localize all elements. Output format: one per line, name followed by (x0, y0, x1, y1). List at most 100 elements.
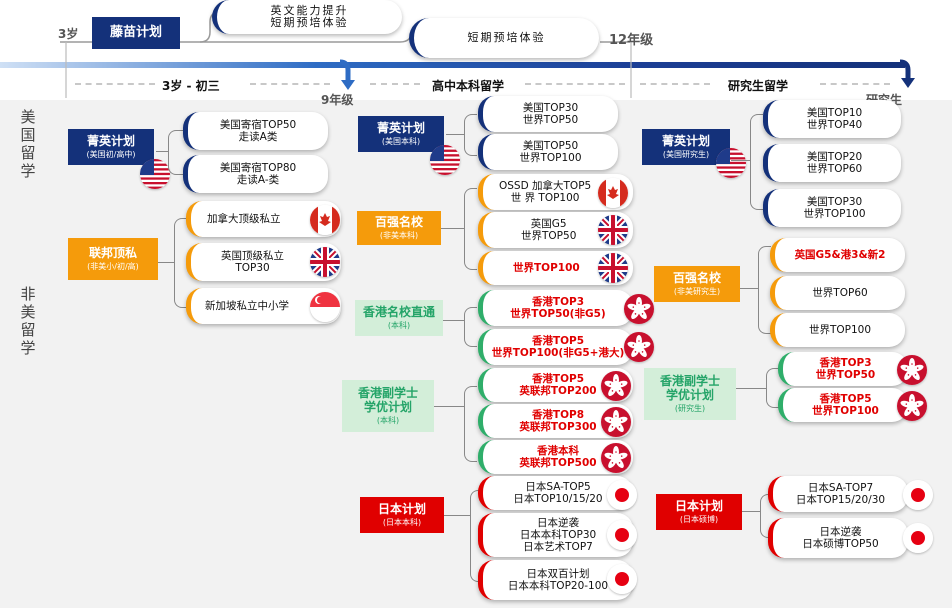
uk-flag-icon (598, 253, 628, 283)
connector (443, 320, 464, 321)
connector (434, 406, 464, 407)
c3-japan-item-1-line2: 日本TOP15/20/30 (795, 494, 886, 506)
section-label-grad: 研究生留学 (728, 79, 789, 93)
canada-flag-icon (310, 205, 340, 235)
c3-fuxue-item-1-line2: 世界TOP50 (815, 369, 876, 381)
c3-japan-box[interactable]: 日本计划 (日本硕博) (656, 494, 742, 530)
pill-short-term[interactable]: 短期预培体验 (409, 18, 599, 58)
connector (742, 511, 760, 512)
divider (250, 83, 330, 85)
c3-nonus-item-3-label: 世界TOP100 (808, 324, 872, 336)
c2-japan-item-2-line3: 日本艺术TOP7 (523, 541, 593, 553)
c2-nonus-item-2-line2: 世界TOP50 (521, 230, 577, 242)
divider (75, 83, 155, 85)
connector (158, 262, 174, 263)
divider (820, 83, 890, 85)
connector (464, 114, 477, 156)
hongkong-flag-icon (624, 332, 654, 362)
c2-japan-box[interactable]: 日本计划 (日本本科) (360, 497, 444, 533)
age-label-9: 9年级 (321, 93, 354, 107)
side-label-us: 美国留学 (20, 108, 36, 180)
c2-japan-item-2-line2: 日本本科TOP30 (519, 529, 597, 541)
c2-hkfuxue-box[interactable]: 香港副学士 学优计划 (本科) (342, 380, 434, 432)
c2-us-item-1-line2: 世界TOP50 (522, 114, 579, 126)
connector (156, 151, 168, 152)
c2-japan-item-3-line2: 日本本科TOP20-100 (507, 580, 609, 592)
c3-hkfuxue-box[interactable]: 香港副学士 学优计划 (研究生) (644, 368, 736, 420)
c2-japan-item-3-line1: 日本双百计划日本本科TOP20-100 (507, 568, 609, 592)
c2-japan-title: 日本计划 (377, 502, 426, 516)
japan-flag-icon (903, 480, 933, 510)
c2-hkdirect-sub: (本科) (387, 321, 411, 330)
japan-flag-icon (607, 480, 637, 510)
c2-jingying-box[interactable]: 菁英计划 (美国本科) (358, 116, 444, 152)
c1-lianbang-sub: (非美小/初/高) (87, 262, 139, 271)
uk-flag-icon (310, 247, 340, 277)
c3-fuxue-item-2-line2: 世界TOP100 (812, 405, 879, 417)
c1-us-item-2-line2: 走读A-类 (236, 174, 280, 186)
divider (640, 83, 710, 85)
connector (464, 307, 477, 347)
c2-baiqiang-title: 百强名校 (374, 215, 423, 229)
c3-baiqiang-box[interactable]: 百强名校 (非美研究生) (654, 266, 740, 302)
c2-nonus-item-1-line2: 世 界 TOP100 (510, 192, 580, 204)
connector (731, 160, 750, 161)
c3-nonus-item-1[interactable]: 英国G5&港3&新2 (770, 238, 905, 272)
pill-english[interactable]: 英文能力提升短期预培体验 (212, 0, 402, 34)
c3-japan-item-2[interactable]: 日本逆袭日本硕博TOP50 (768, 518, 908, 558)
program-tengmiao[interactable]: 藤苗计划 (92, 17, 180, 49)
c1-lianbang-box[interactable]: 联邦顶私 (非美小/初/高) (68, 238, 158, 280)
c1-jingying-sub: (美国初/高中) (86, 150, 136, 159)
hongkong-flag-icon (897, 391, 927, 421)
c3-japan-sub: (日本硕博) (679, 515, 719, 524)
c1-jingying-title: 菁英计划 (86, 134, 135, 148)
connector (766, 368, 779, 408)
c3-us-item-2-line2: 世界TOP60 (806, 163, 863, 175)
hongkong-flag-icon (601, 443, 631, 473)
canada-flag-icon (598, 178, 628, 208)
c3-nonus-item-1-label: 英国G5&港3&新2 (794, 249, 886, 261)
c1-lianbang-title: 联邦顶私 (88, 246, 137, 260)
c2-hkdirect-box[interactable]: 香港名校直通 (本科) (355, 300, 443, 336)
c2-baiqiang-box[interactable]: 百强名校 (非美本科) (357, 211, 441, 245)
c2-hk-item-1-line2: 世界TOP50(非G5) (510, 308, 606, 320)
c2-japan-item-1-line2: 日本TOP10/15/20 (513, 493, 603, 505)
c1-jingying-box[interactable]: 菁英计划 (美国初/高中) (68, 129, 154, 165)
c2-hkdirect-title: 香港名校直通 (362, 305, 435, 319)
us-flag-icon (430, 145, 460, 175)
divider (370, 83, 420, 85)
connector (446, 134, 464, 135)
connector (464, 386, 477, 462)
c3-nonus-item-3[interactable]: 世界TOP100 (770, 313, 905, 347)
c2-us-item-2-line2: 世界TOP100 (519, 152, 582, 164)
uk-flag-icon (598, 215, 628, 245)
c2-baiqiang-sub: (非美本科) (379, 231, 419, 240)
japan-flag-icon (607, 520, 637, 550)
c3-jingying-box[interactable]: 菁英计划 (美国研究生) (642, 129, 730, 165)
c3-jingying-title: 菁英计划 (661, 134, 710, 148)
c3-nonus-item-2[interactable]: 世界TOP60 (770, 276, 905, 310)
